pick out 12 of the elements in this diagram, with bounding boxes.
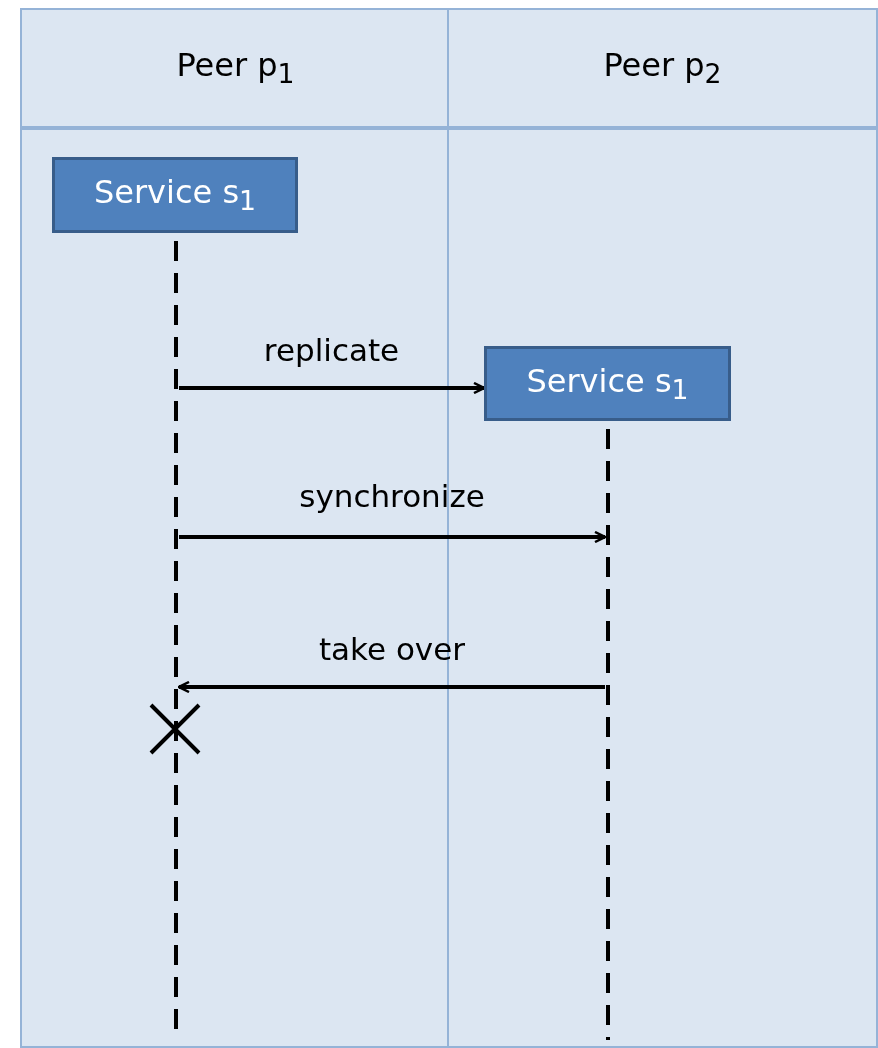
service-label: Service s$_{1}$ (93, 173, 257, 217)
message-arrow (179, 381, 486, 395)
service-box (484, 346, 731, 421)
service-label: Service s$_{1}$ (526, 361, 689, 406)
service-box (52, 157, 298, 233)
lane-heading: Peer p$_{2}$ (603, 46, 722, 90)
edge-label: synchronize (299, 478, 485, 514)
message-arrow (179, 530, 607, 544)
edge-label: take over (318, 631, 466, 667)
message-arrow (177, 680, 605, 694)
edge-label: replicate (263, 332, 400, 368)
lane-heading: Peer p$_{1}$ (176, 46, 295, 90)
